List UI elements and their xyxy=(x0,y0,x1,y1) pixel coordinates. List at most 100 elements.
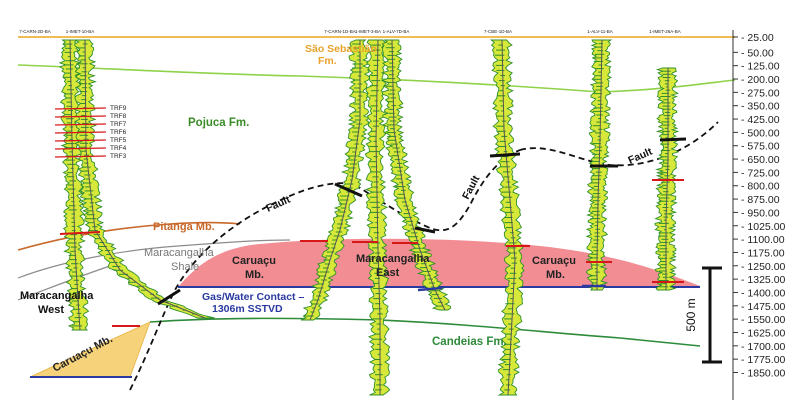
depth-tick-label: - 1700.00 xyxy=(741,341,786,353)
depth-tick-label: - 350.00 xyxy=(741,101,780,113)
depth-tick-label: - 1775.00 xyxy=(741,354,786,366)
caruacu-center-label-2: Mb. xyxy=(245,269,264,281)
pitanga-label: Pitanga Mb. xyxy=(153,221,215,233)
depth-tick-label: - 25.00 xyxy=(741,32,774,44)
depth-tick-label: - 800.00 xyxy=(741,181,780,193)
gas-water-contact-label: Gas/Water Contact – xyxy=(202,291,304,303)
well-trajectory xyxy=(665,68,669,290)
trf-marker-line xyxy=(54,123,107,126)
fault-tick-2 xyxy=(334,182,363,198)
well-trajectory xyxy=(391,39,446,311)
well-name-label: 7-CBE-1D-BA xyxy=(484,29,512,34)
well-trajectory xyxy=(501,39,516,396)
trf-marker-line xyxy=(54,155,107,158)
trf-marker-line xyxy=(54,107,107,110)
depth-tick-label: - 500.00 xyxy=(741,127,780,139)
blue-marker-1 xyxy=(417,286,443,292)
well-trajectory xyxy=(69,39,81,331)
depth-tick-label: - 275.00 xyxy=(741,87,780,99)
maracangalha-east-label: Maracangalha xyxy=(356,253,430,265)
trf-marker-line xyxy=(54,139,107,142)
depth-tick-label: - 425.00 xyxy=(741,114,780,126)
gas-water-contact-depth: 1306m SSTVD xyxy=(212,303,283,315)
well-name-label: 1-IMET-26A-BA xyxy=(649,29,681,34)
trf-marker-label: TRF7 xyxy=(110,121,127,128)
trf-marker-label: TRF9 xyxy=(110,105,127,112)
depth-tick-label: - 575.00 xyxy=(741,141,780,153)
trf-marker-line xyxy=(54,115,107,118)
well-log-trace xyxy=(300,39,371,321)
well-name-label: 7-CARN-2D-BA xyxy=(19,29,51,34)
depth-tick-label: - 200.00 xyxy=(741,74,780,86)
trf-marker-label: TRF4 xyxy=(110,145,127,152)
well-name-label: 1-IMET-10-BA xyxy=(66,29,95,34)
well-log xyxy=(364,39,391,396)
maracangalha-shale-label-2: Shale xyxy=(171,261,199,273)
depth-tick-label: - 1850.00 xyxy=(741,368,786,380)
pitanga-line xyxy=(17,221,241,251)
depth-tick-label: - 1550.00 xyxy=(741,314,786,326)
depth-tick-label: - 1175.00 xyxy=(741,247,785,259)
fault-tick-1 xyxy=(157,288,181,306)
caruacu-right-label: Caruaçu xyxy=(532,255,576,267)
trf-marker-label: TRF3 xyxy=(110,153,127,160)
well-log xyxy=(380,39,452,311)
fault-line-west xyxy=(129,182,356,391)
maracangalha-shale-line-1 xyxy=(17,239,291,279)
trf-marker-label: TRF6 xyxy=(110,129,127,136)
reservoir-zone xyxy=(178,238,700,287)
well-trajectory xyxy=(375,39,381,395)
well-log-trace xyxy=(380,39,452,311)
fault-tick-3 xyxy=(414,226,436,234)
depth-tick-label: - 1100.00 xyxy=(741,234,785,246)
maracangalha-west-label-2: West xyxy=(38,304,64,316)
depth-tick-label: - 1325.00 xyxy=(741,274,786,286)
depth-tick-label: - 650.00 xyxy=(741,154,780,166)
depth-tick-label: - 1400.00 xyxy=(741,287,786,299)
well-name-label: 1-IMET-3-BA xyxy=(355,29,381,34)
fault-line-center xyxy=(354,149,521,232)
well-trajectory xyxy=(309,40,361,321)
well-log xyxy=(489,39,525,396)
depth-axis: - 25.00 - 50.00 - 125.00- 200.00- 275.00 - … xyxy=(733,32,786,380)
trf-marker-label: TRF5 xyxy=(110,137,127,144)
pojuca-label: Pojuca Fm. xyxy=(188,117,249,129)
depth-tick-label: - 1250.00 xyxy=(741,261,786,273)
depth-tick-label: - 50.00 xyxy=(741,47,774,59)
well-trajectory xyxy=(84,39,206,319)
sao-sebastiao-fm-label: Fm. xyxy=(318,55,337,67)
depth-tick-label: - 725.00 xyxy=(741,167,780,179)
well-name-label: 1-ALV-11-BA xyxy=(587,29,613,34)
well-log-trace xyxy=(73,39,215,319)
depth-tick-label: - 950.00 xyxy=(741,207,780,219)
well-trajectory xyxy=(596,39,603,290)
pojuca-top-line xyxy=(17,64,736,93)
caruacu-right-label-2: Mb. xyxy=(546,269,565,281)
well-name-label: 1-ALV-7D-BA xyxy=(383,29,410,34)
trf-marker-label: TRF8 xyxy=(110,113,127,120)
red-marker-1 xyxy=(59,231,101,235)
maracangalha-shale-line-2 xyxy=(17,265,111,301)
depth-tick-label: - 125.00 xyxy=(741,61,780,73)
well-name-label: 7-CARN-1D-BA xyxy=(324,29,356,34)
candeias-line xyxy=(149,317,701,347)
depth-tick-label: - 1625.00 xyxy=(741,327,786,339)
well-log xyxy=(73,39,215,319)
sao-sebastiao-label: São Sebastião xyxy=(305,43,377,55)
maracangalha-west-label: Maracangalha xyxy=(20,290,94,302)
maracangalha-shale-label: Maracangalha xyxy=(144,247,215,259)
well-log xyxy=(300,39,371,321)
depth-tick-label: - 875.00 xyxy=(741,194,780,206)
fault-tick-6 xyxy=(659,137,687,142)
scale-bar: 500 m xyxy=(684,266,722,364)
trf-marker-line xyxy=(54,131,107,134)
fault-tick-4 xyxy=(489,152,521,158)
depth-tick-label: - 1025.00 xyxy=(741,221,786,233)
caruacu-center-label: Caruaçu xyxy=(232,255,276,267)
maracangalha-east-label-2: East xyxy=(376,267,400,279)
depth-tick-label: - 1475.00 xyxy=(741,301,786,313)
scale-bar-label: 500 m xyxy=(684,298,698,331)
